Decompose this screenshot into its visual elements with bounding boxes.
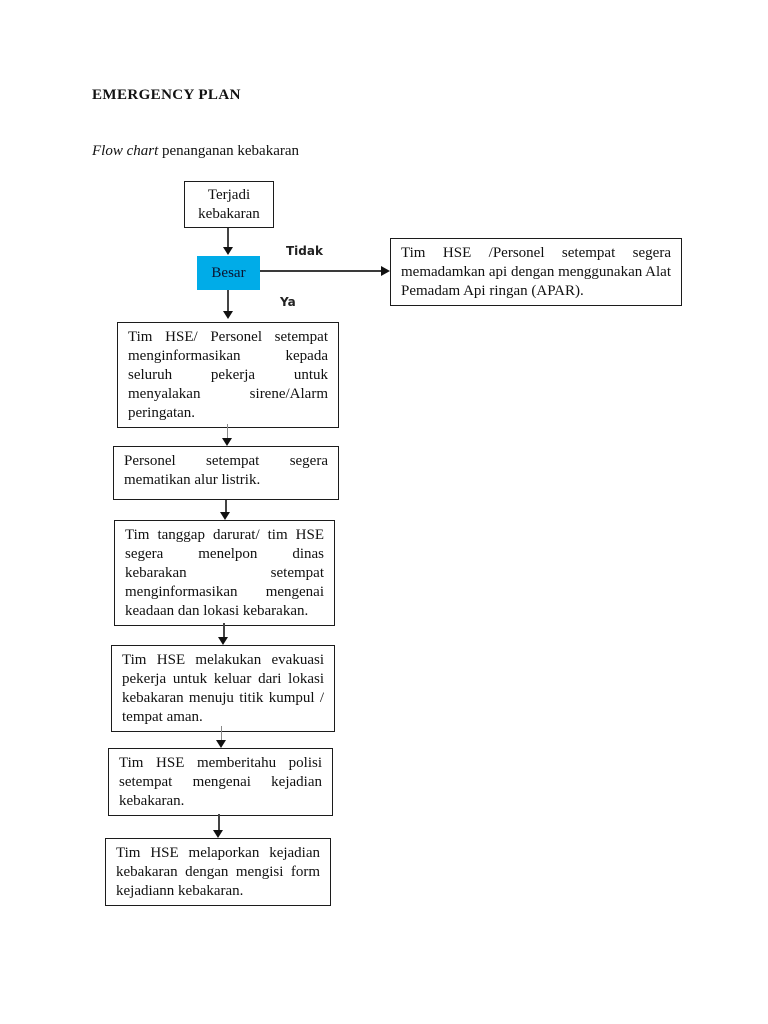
connector-line-step3-step4 [223, 623, 225, 638]
flow-step-box-dinas: Tim tanggap darurat/ tim HSE segera mene… [114, 520, 335, 626]
arrow-right-icon [381, 266, 390, 276]
arrow-down-icon [220, 512, 230, 520]
arrow-down-icon [213, 830, 223, 838]
arrow-down-icon [218, 637, 228, 645]
flow-decision-box: Besar [197, 256, 260, 290]
arrow-down-icon [223, 311, 233, 319]
edge-label-no: Tidak [286, 244, 323, 258]
edge-label-yes: Ya [280, 295, 296, 309]
flow-step-box-laporan: Tim HSE melaporkan kejadian kebakaran de… [105, 838, 331, 906]
flow-step-box-alarm: Tim HSE/ Personel setempat menginformasi… [117, 322, 339, 428]
subtitle-rest-part: penanganan kebakaran [158, 143, 300, 159]
subtitle-italic-part: Flow chart [92, 143, 159, 159]
flow-step-box-evakuasi: Tim HSE melakukan evakuasi pekerja untuk… [111, 645, 335, 732]
flow-step-box-listrik: Personel setempat segera mematikan alur … [113, 446, 339, 500]
connector-line-decision-step1 [227, 290, 229, 312]
connector-line-step4-step5 [221, 726, 222, 741]
connector-line-start-decision [227, 228, 229, 248]
flow-step-box-polisi: Tim HSE memberitahu polisi setempat meng… [108, 748, 333, 816]
connector-line-decision-apar [260, 270, 382, 272]
connector-line-step2-step3 [225, 500, 227, 513]
page-subtitle: Flow chart penanganan kebakaran [92, 143, 299, 160]
flow-apar-box: Tim HSE /Personel setempat segera memada… [390, 238, 682, 306]
arrow-down-icon [222, 438, 232, 446]
page-title: EMERGENCY PLAN [92, 87, 241, 103]
flow-decision-label: Besar [211, 264, 246, 281]
connector-line-step5-step6 [218, 814, 220, 831]
flow-start-box: Terjadi kebakaran [184, 181, 274, 228]
flow-start-label: Terjadi kebakaran [198, 186, 260, 222]
arrow-down-icon [223, 247, 233, 255]
arrow-down-icon [216, 740, 226, 748]
connector-line-step1-step2 [227, 424, 228, 439]
